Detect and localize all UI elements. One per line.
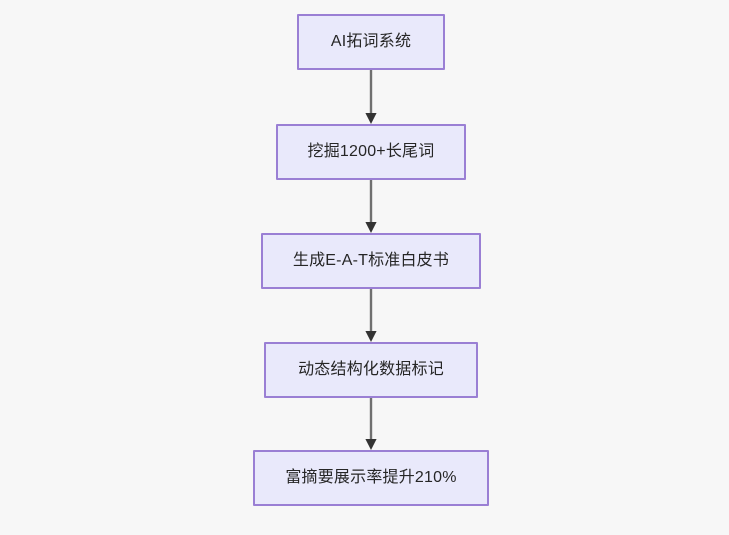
flow-node-mine-longtail-keywords[interactable]: 挖掘1200+长尾词: [276, 124, 466, 180]
flow-node-label: 动态结构化数据标记: [298, 361, 444, 378]
edge-n2-n3: [365, 180, 377, 233]
flow-node-label: 挖掘1200+长尾词: [307, 143, 435, 160]
flow-node-dynamic-structured-data-markup[interactable]: 动态结构化数据标记: [264, 342, 478, 398]
flow-node-ai-keyword-system[interactable]: AI拓词系统: [297, 14, 445, 70]
flow-node-generate-eat-whitepaper[interactable]: 生成E-A-T标准白皮书: [261, 233, 481, 289]
flow-node-label: AI拓词系统: [330, 33, 412, 50]
flow-node-label: 富摘要展示率提升210%: [285, 469, 457, 486]
edge-n4-n5: [365, 398, 377, 450]
edge-n1-n2: [365, 70, 377, 124]
flow-node-label: 生成E-A-T标准白皮书: [292, 252, 450, 269]
edge-n3-n4: [365, 289, 377, 342]
flow-node-rich-snippet-impression-lift[interactable]: 富摘要展示率提升210%: [253, 450, 489, 506]
